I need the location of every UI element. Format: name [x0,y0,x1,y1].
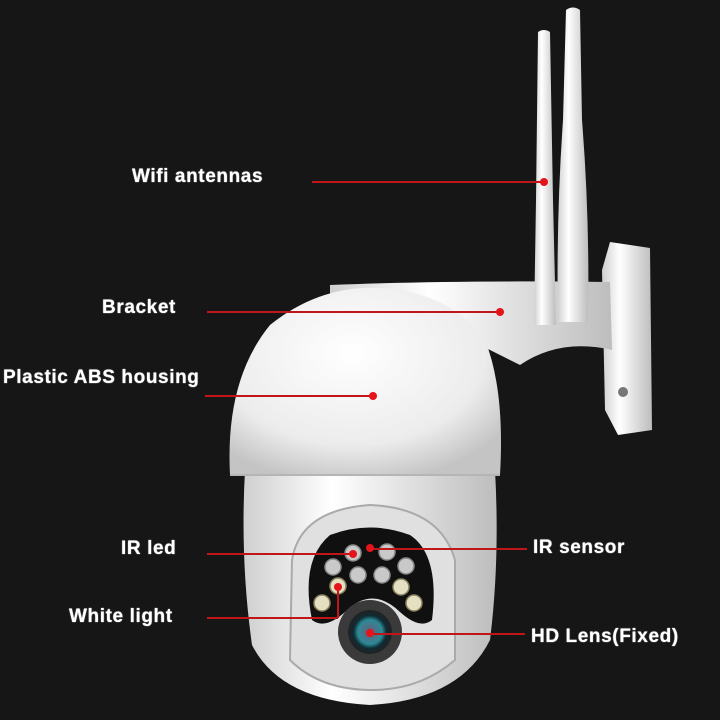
callout-ir-sensor: IR sensor [533,537,625,558]
callout-wifi-antennas: Wifi antennas [132,166,264,187]
callout-line [370,548,527,550]
callout-line [312,181,544,183]
callout-bracket: Bracket [102,297,176,318]
callout-ir-led: IR led [121,538,177,559]
callout-line [207,553,353,555]
callout-hd-lens: HD Lens(Fixed) [531,626,679,647]
callout-white-light: White light [69,606,173,627]
callout-dot [496,308,504,316]
callout-line [207,311,500,313]
callout-line [207,617,338,619]
dome-housing [229,287,501,475]
callout-dot [369,392,377,400]
led-panel [308,527,434,624]
callout-line [337,587,339,618]
callout-dot [349,550,357,558]
wall-mount [602,242,652,435]
callout-plastic-abs-housing: Plastic ABS housing [3,367,200,388]
callout-line [370,633,525,635]
callout-dot [334,583,342,591]
callout-line [205,395,373,397]
callout-dot [366,544,374,552]
callout-dot [540,178,548,186]
antennas [534,7,589,325]
callout-dot [366,629,374,637]
